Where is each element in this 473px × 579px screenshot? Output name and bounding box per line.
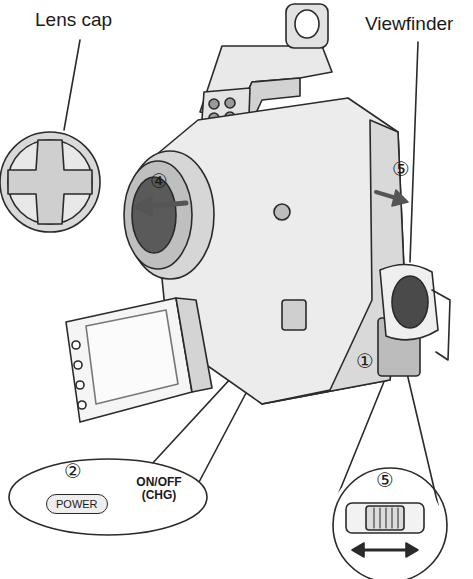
- mic-holder-ring: [295, 10, 319, 38]
- lens-front: [124, 161, 192, 269]
- callout-number: ②: [64, 460, 82, 482]
- strap: [432, 290, 450, 360]
- slide-arrow: [362, 549, 408, 552]
- leader-line: [410, 42, 418, 262]
- lcd-hinge: [176, 298, 212, 392]
- power-button: POWER: [46, 494, 108, 514]
- callout-number: ④: [150, 170, 168, 192]
- eyecup-opening: [392, 276, 428, 328]
- zoom-circle-ground: [328, 468, 442, 579]
- slide-knob: [366, 506, 404, 530]
- lens-cap-face: [8, 140, 92, 224]
- lens-cap-cross: [8, 140, 92, 224]
- lcd-screen: [86, 310, 178, 404]
- switch-panel: [282, 300, 306, 330]
- callout-bubble: ② ON/OFF (CHG) POWER: [8, 458, 208, 536]
- dial: [274, 204, 290, 220]
- attach-arrow-head: [134, 196, 152, 216]
- lcd-panel: [66, 298, 192, 422]
- switch-label: ON/OFF (CHG): [126, 476, 192, 502]
- mic-holder: [286, 4, 328, 48]
- leader-line: [64, 40, 80, 130]
- extend-arrow-head: [392, 190, 408, 206]
- slide-arrow-head: [406, 543, 418, 557]
- lens-cap: [0, 132, 100, 232]
- part-name: Lens cap: [35, 10, 112, 31]
- part-name: Viewfinder: [365, 14, 453, 35]
- callout-number: ⑤: [392, 158, 410, 180]
- callout-number: ①: [356, 350, 374, 372]
- callout-number: ⑤: [327, 469, 443, 491]
- button-label: POWER: [56, 498, 98, 510]
- extend-arrow: [376, 192, 396, 198]
- attach-arrow: [150, 203, 186, 206]
- slide-switch: [346, 503, 424, 533]
- callout-bubble-outline: [8, 458, 208, 536]
- slide-arrow-head: [352, 543, 364, 557]
- zoom-callout: ⑤: [327, 467, 453, 579]
- eyecup: [380, 264, 438, 339]
